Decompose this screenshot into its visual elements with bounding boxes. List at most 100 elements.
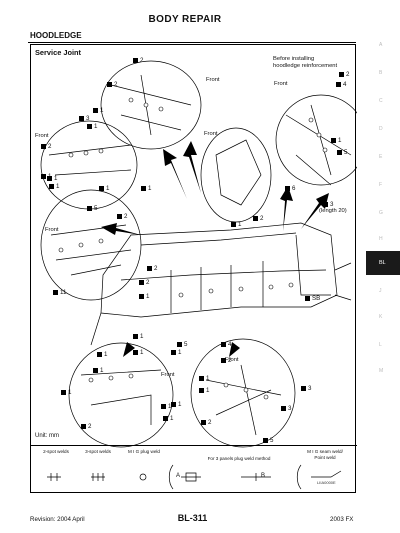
front-label-1: Front xyxy=(206,77,220,83)
callout-square-icon xyxy=(285,185,290,191)
callout-square-icon xyxy=(171,349,176,355)
callout-square-icon xyxy=(81,423,86,429)
callout: 2 xyxy=(117,213,127,220)
callout: 2 xyxy=(147,265,157,272)
callout: SB xyxy=(305,295,320,302)
callout: 1 xyxy=(133,349,143,356)
callout-square-icon xyxy=(263,437,268,443)
callout-square-icon xyxy=(281,405,286,411)
callout-square-icon xyxy=(337,149,342,155)
callout: 2 xyxy=(201,419,211,426)
detail-circle-bottom-left xyxy=(68,342,174,448)
annotation-before-install: Before installing xyxy=(273,56,315,62)
callout-square-icon xyxy=(336,81,341,87)
callout-square-icon xyxy=(87,205,92,211)
callout: 1 xyxy=(61,389,71,396)
legend-a-marker: A xyxy=(175,473,180,479)
callout: 1 xyxy=(139,293,149,300)
callout-square-icon xyxy=(133,349,138,355)
side-tab[interactable]: K xyxy=(379,314,383,320)
callout-square-icon xyxy=(53,289,58,295)
callout-square-icon xyxy=(93,367,98,373)
callout: 4 xyxy=(336,81,346,88)
side-tab[interactable]: D xyxy=(379,126,383,132)
callout: 2 xyxy=(253,215,263,222)
side-tab[interactable]: H xyxy=(379,236,383,242)
side-tab[interactable]: C xyxy=(379,98,383,104)
side-tab[interactable]: J xyxy=(379,288,382,294)
callout-square-icon xyxy=(201,419,206,425)
callout-square-icon xyxy=(221,357,226,363)
legend-b-marker: B xyxy=(260,473,265,479)
side-tab[interactable]: B xyxy=(379,70,383,76)
footer-revision: Revision: 2004 April xyxy=(30,516,85,523)
side-tab[interactable]: F xyxy=(379,182,383,188)
callout: 4 xyxy=(221,341,231,348)
callout-square-icon xyxy=(87,123,92,129)
callout-square-icon xyxy=(139,293,144,299)
footer-model: 2003 FX xyxy=(330,516,354,523)
section-title: HOODLEDGE xyxy=(30,31,82,40)
callout-square-icon xyxy=(331,137,336,143)
callout-square-icon xyxy=(117,213,122,219)
callout-square-icon xyxy=(97,351,102,357)
side-tab[interactable]: E xyxy=(379,154,383,160)
detail-circle-top-right xyxy=(275,94,357,186)
callout-square-icon xyxy=(339,71,344,77)
annotation-length: (length 20) xyxy=(319,208,347,214)
callout-square-icon xyxy=(177,341,182,347)
callout: 1 xyxy=(163,415,173,422)
callout: 1 xyxy=(331,137,341,144)
callout: 1 xyxy=(171,349,181,356)
side-tab[interactable]: A xyxy=(379,42,383,48)
front-label-6: Front xyxy=(161,372,175,378)
legend-mig-seam: M I G seam weld/ xyxy=(307,449,343,454)
callout-square-icon xyxy=(221,341,226,347)
detail-circle-top-left xyxy=(100,60,202,150)
hoodledge-drawing xyxy=(40,60,357,490)
callout: 1 xyxy=(199,375,209,382)
front-label-2: Front xyxy=(274,81,288,87)
callout-square-icon xyxy=(93,107,98,113)
callout: 2 xyxy=(81,423,91,430)
front-label-5: Front xyxy=(45,227,59,233)
side-tab[interactable]: G xyxy=(379,210,383,216)
callout: 3 xyxy=(281,405,291,412)
hoodledge-panel xyxy=(100,222,338,318)
legend-divider xyxy=(31,445,357,446)
footer-page-number: BL-311 xyxy=(177,513,208,523)
callout: 1 xyxy=(49,183,59,190)
callout-square-icon xyxy=(171,401,176,407)
callout: 1 xyxy=(141,185,151,192)
callout: 1 xyxy=(199,387,209,394)
callout: 5 xyxy=(87,205,97,212)
legend-2-spot: 2-spot welds xyxy=(43,449,69,454)
callout: 2 xyxy=(41,143,51,150)
callout-square-icon xyxy=(231,221,236,227)
callout: 6 xyxy=(285,185,295,192)
callout: 5 xyxy=(337,149,347,156)
side-tab[interactable]: L xyxy=(379,342,382,348)
front-label-4: Front xyxy=(204,131,218,137)
side-tab-active[interactable]: BL xyxy=(366,251,400,275)
callout-square-icon xyxy=(41,173,46,179)
callout: 3 xyxy=(301,385,311,392)
callout-square-icon xyxy=(133,57,138,63)
callout-square-icon xyxy=(139,279,144,285)
callout: 1 xyxy=(93,107,103,114)
figure-frame: Service Joint xyxy=(30,44,357,493)
legend-3-spot: 3-spot welds xyxy=(85,449,111,454)
detail-circle-center xyxy=(200,127,272,223)
callout-square-icon xyxy=(47,175,52,181)
callout-square-icon xyxy=(199,387,204,393)
side-tabs: A B C D E F G H BL J K L M xyxy=(366,34,400,394)
callout: 5 xyxy=(177,341,187,348)
callout: 1 xyxy=(99,185,109,192)
side-tab[interactable]: M xyxy=(379,368,384,374)
callout: 2 xyxy=(221,357,231,364)
callout: 3 xyxy=(79,115,89,122)
callout: 5 xyxy=(263,437,273,444)
section-rule xyxy=(28,42,356,43)
callout: 1 xyxy=(171,401,181,408)
legend-plug-method: For 3 panels plug weld method xyxy=(207,456,271,461)
